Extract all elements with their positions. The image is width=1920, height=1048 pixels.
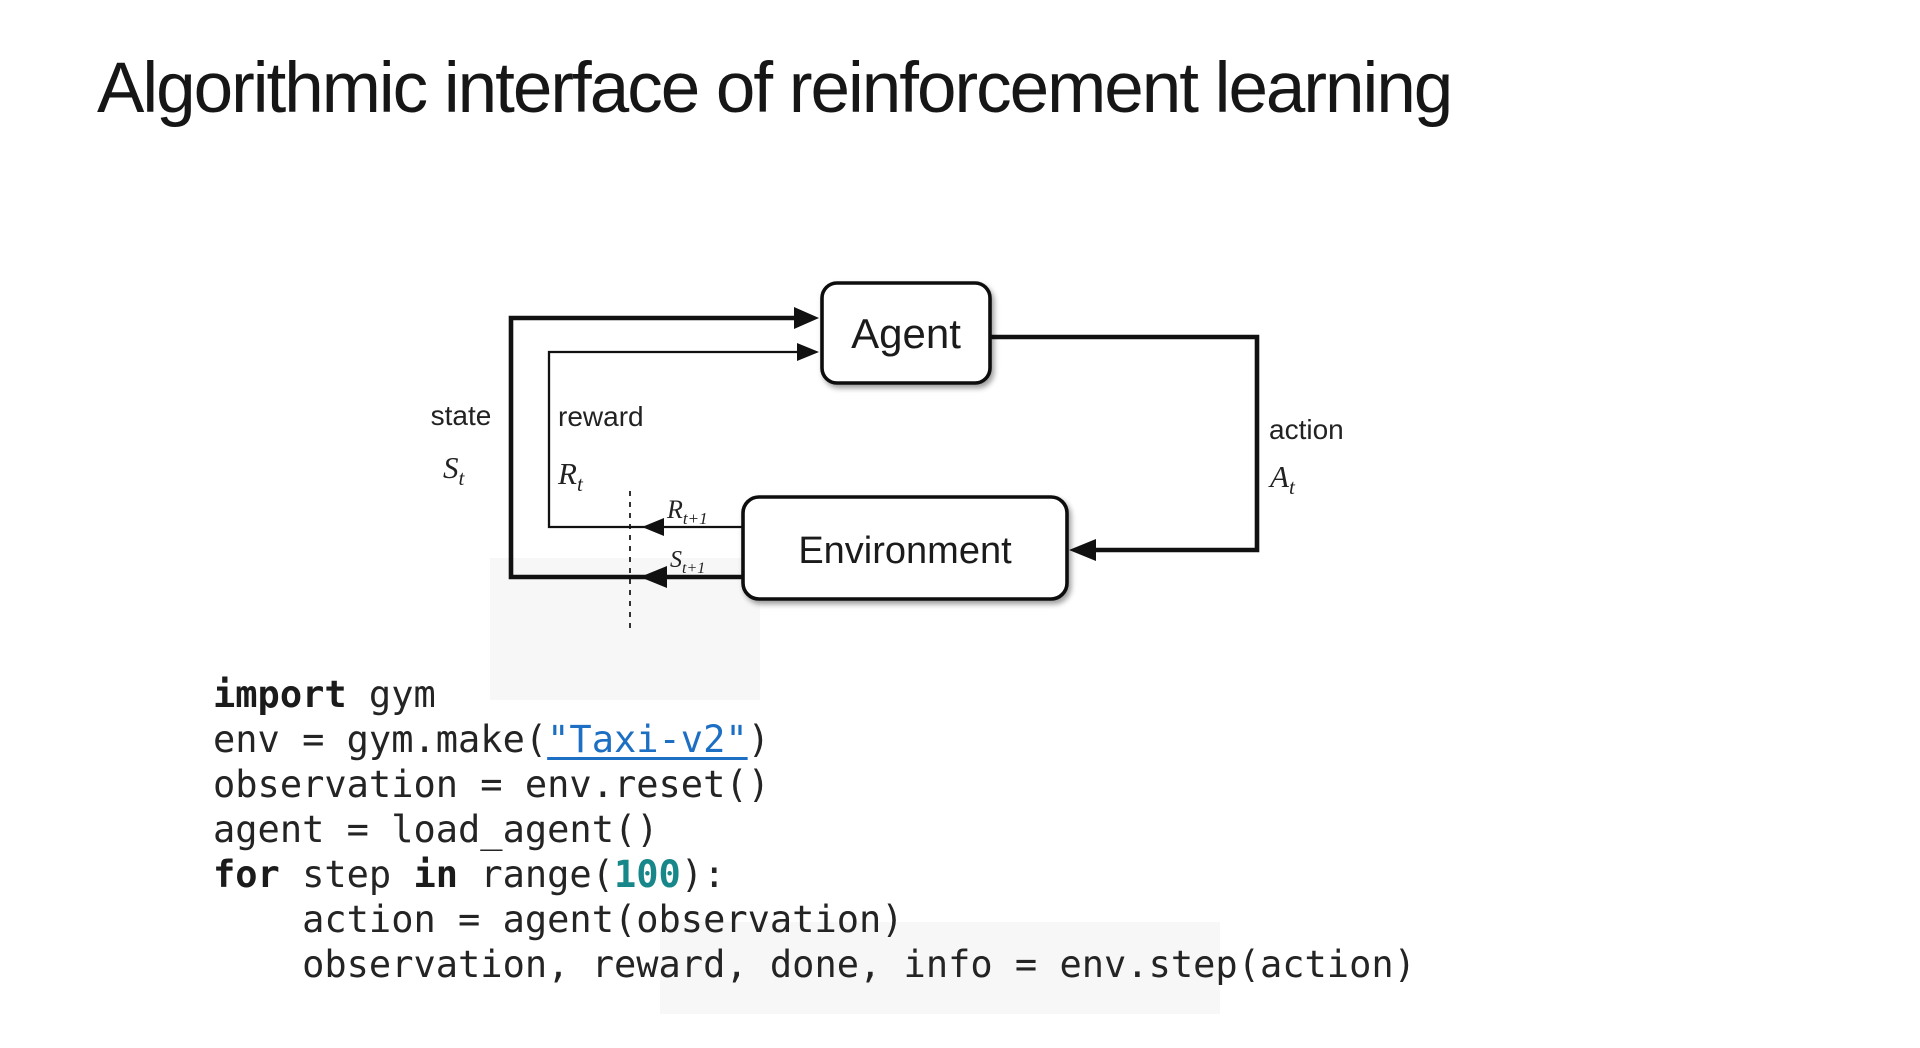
reward-next-arrowhead: [642, 518, 664, 536]
action-line: [990, 334, 1260, 553]
state-loop-line: [508, 315, 811, 580]
action-label: action: [1269, 414, 1344, 445]
reward-next-symbol: Rt+1: [666, 495, 708, 528]
state-next-symbol: St+1: [670, 547, 705, 577]
code-keyword: import: [213, 673, 347, 716]
code-string-link[interactable]: "Taxi-v2": [547, 718, 748, 761]
code-line: action = agent(observation): [213, 897, 1416, 942]
code-text: gym: [346, 673, 436, 716]
code-line: env = gym.make("Taxi-v2"): [213, 717, 1416, 762]
action-into-environment-arrowhead: [1069, 539, 1096, 561]
agent-box: [820, 281, 992, 385]
code-text: ): [747, 718, 770, 761]
state-symbol: St: [443, 450, 466, 490]
environment-box-label: Environment: [798, 530, 1012, 572]
code-line: for step in range(100):: [213, 852, 1416, 897]
action-symbol: At: [1268, 459, 1296, 499]
code-line: import gym: [213, 672, 1416, 717]
state-next-arrowhead: [640, 566, 667, 588]
code-line: agent = load_agent(): [213, 807, 1416, 852]
code-number: 100: [613, 853, 681, 896]
code-keyword: for: [213, 853, 280, 896]
code-text: action = agent(observation): [213, 898, 904, 941]
code-text: env = gym.make(: [213, 718, 548, 761]
reward-into-agent-arrowhead: [797, 343, 819, 361]
reward-label: reward: [558, 401, 644, 432]
code-keyword: in: [413, 853, 459, 896]
state-label: state: [431, 400, 492, 431]
page-title: Algorithmic interface of reinforcement l…: [97, 49, 1453, 128]
rl-loop-diagram: Agent Environment state St reward Rt act…: [431, 281, 1344, 629]
code-text: ):: [680, 853, 726, 896]
background-artifact: [660, 922, 1220, 1014]
code-text: agent = load_agent(): [213, 808, 659, 851]
background-artifact: [490, 558, 760, 700]
state-into-agent-arrowhead: [794, 307, 819, 329]
code-line: observation, reward, done, info = env.st…: [213, 942, 1416, 987]
code-line: observation = env.reset(): [213, 762, 1416, 807]
environment-box: [741, 495, 1069, 601]
agent-box-label: Agent: [851, 310, 961, 357]
code-text: step: [279, 853, 414, 896]
code-text: observation = env.reset(): [213, 763, 770, 806]
code-text: observation, reward, done, info = env.st…: [213, 943, 1416, 986]
reward-symbol: Rt: [557, 456, 584, 496]
code-text: range(: [458, 853, 614, 896]
